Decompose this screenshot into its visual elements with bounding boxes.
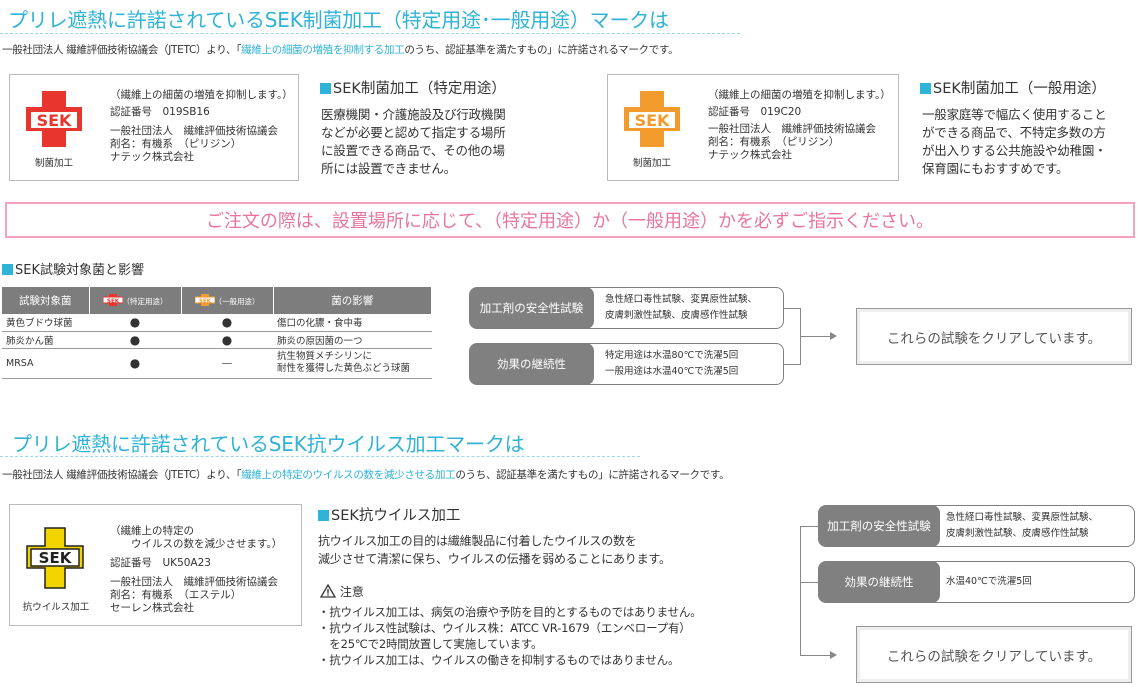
bacteria-table: 試験対象菌 SEK（特定用途） SEK（一般用途） 菌の影響 黄色ブドウ球菌●●… [2, 287, 432, 379]
table-row: 黄色ブドウ球菌●●傷口の化膿・食中毒 [2, 314, 432, 332]
caution-title: 注意 [319, 583, 364, 600]
mark-info: （繊維上の特定の ウイルスの数を減少させます。） 認証番号 UK50A23 一般… [110, 525, 283, 614]
mark-antiviral-heading: SEK抗ウイルス加工 [318, 504, 460, 525]
col-header: SEK（特定用途） [89, 287, 182, 314]
sek-orange-mini-icon: SEK [194, 294, 215, 306]
order-notice: ご注文の際は、設置場所に応じて、（特定用途）か（一般用途）かを必ずご指示ください… [5, 202, 1135, 238]
logo-caption: 抗ウイルス加工 [22, 602, 90, 613]
safety-label: 加工剤の安全性試験 [818, 505, 940, 547]
mark-info: （繊維上の細菌の増殖を抑制します。） 認証番号 019C20 一般社団法人 繊維… [708, 89, 891, 161]
arrow [800, 655, 830, 656]
arrow [800, 336, 830, 337]
table-row: 肺炎かん菌●●肺炎の原因菌の一つ [2, 331, 432, 349]
mark-antiviral-box: SEK 抗ウイルス加工 （繊維上の特定の ウイルスの数を減少させます。） 認証番… [9, 504, 302, 626]
svg-text:SEK: SEK [635, 111, 670, 130]
section1-intro: 一般社団法人 繊維評価技術協議会（JTETC）より、「繊維上の細菌の増殖を抑制す… [2, 44, 679, 56]
logo-caption: 制菌加工 [632, 158, 671, 169]
col-header: SEK（一般用途） [181, 287, 274, 314]
mark-specific-heading: SEK制菌加工（特定用途） [320, 77, 506, 98]
table-heading: SEK試験対象菌と影響 [2, 259, 144, 278]
section1-title: プリレ遮熱に許諾されているSEK制菌加工（特定用途･一般用途）マークは [8, 8, 669, 32]
mark-general-box: SEK 制菌加工 （繊維上の細菌の増殖を抑制します。） 認証番号 019C20 … [607, 74, 899, 181]
result-box: これらの試験をクリアしています。 [856, 626, 1132, 683]
result-box: これらの試験をクリアしています。 [856, 308, 1132, 365]
sek-red-mini-icon: SEK [102, 294, 123, 306]
sek-red-cross-logo: SEK [26, 91, 82, 147]
section2-intro: 一般社団法人 繊維評価技術協議会（JTETC）より、「繊維上の特定のウイルスの数… [2, 469, 730, 481]
svg-text:SEK: SEK [199, 299, 212, 305]
mark-general-desc: 一般家庭等で幅広く使用すること ができる商品で、不特定多数の方 が出入りする公共… [922, 107, 1107, 176]
warning-icon [319, 583, 337, 598]
mark-specific-desc: 医療機関・介護施設及び行政機関 などが必要と認めて指定する場所 に設置できる商品… [321, 107, 506, 176]
durability-label: 効果の継続性 [818, 561, 940, 603]
svg-text:SEK: SEK [107, 299, 120, 305]
durability-detail-box: 水温40℃で洗濯5回 [905, 561, 1135, 603]
mark-general-heading: SEK制菌加工（一般用途） [920, 77, 1106, 98]
arrow-head-icon [830, 651, 837, 659]
sek-orange-cross-logo: SEK [624, 91, 680, 147]
durability-detail-box: 特定用途は水温80℃で洗濯5回一般用途は水温40℃で洗濯5回 [560, 343, 784, 385]
mark-antiviral-desc: 抗ウイルス加工の目的は繊維製品に付着したウイルスの数を 減少させて清潔に保ち、ウ… [318, 534, 671, 566]
title-underline [0, 456, 640, 457]
col-header: 試験対象菌 [2, 287, 90, 314]
svg-text:SEK: SEK [37, 111, 72, 130]
durability-label: 効果の継続性 [469, 343, 594, 385]
mark-specific-box: SEK 制菌加工 （繊維上の細菌の増殖を抑制します。） 認証番号 019SB16… [9, 74, 299, 181]
mark-info: （繊維上の細菌の増殖を抑制します。） 認証番号 019SB16 一般社団法人 繊… [110, 89, 293, 163]
arrow-head-icon [830, 332, 837, 340]
title-underline [0, 33, 740, 34]
caution-list: ・抗ウイルス加工は、病気の治療や予防を目的とするものではありません。 ・抗ウイル… [318, 605, 702, 667]
col-header: 菌の影響 [273, 287, 432, 314]
safety-detail-box: 急性経口毒性試験、変異原性試験、皮膚刺激性試験、皮膚感作性試験 [905, 505, 1135, 547]
safety-label: 加工剤の安全性試験 [469, 287, 594, 329]
logo-caption: 制菌加工 [34, 158, 73, 169]
safety-detail-box: 急性経口毒性試験、変異原性試験、皮膚刺激性試験、皮膚感作性試験 [560, 287, 784, 329]
table-row: MRSA●ー抗生物質メチシリンに耐性を獲得した黄色ぶどう球菌 [2, 348, 432, 379]
svg-text:SEK: SEK [39, 549, 73, 567]
section2-title: プリレ遮熱に許諾されているSEK抗ウイルス加工マークは [12, 432, 525, 456]
sek-yellow-cross-logo: SEK [26, 527, 84, 589]
